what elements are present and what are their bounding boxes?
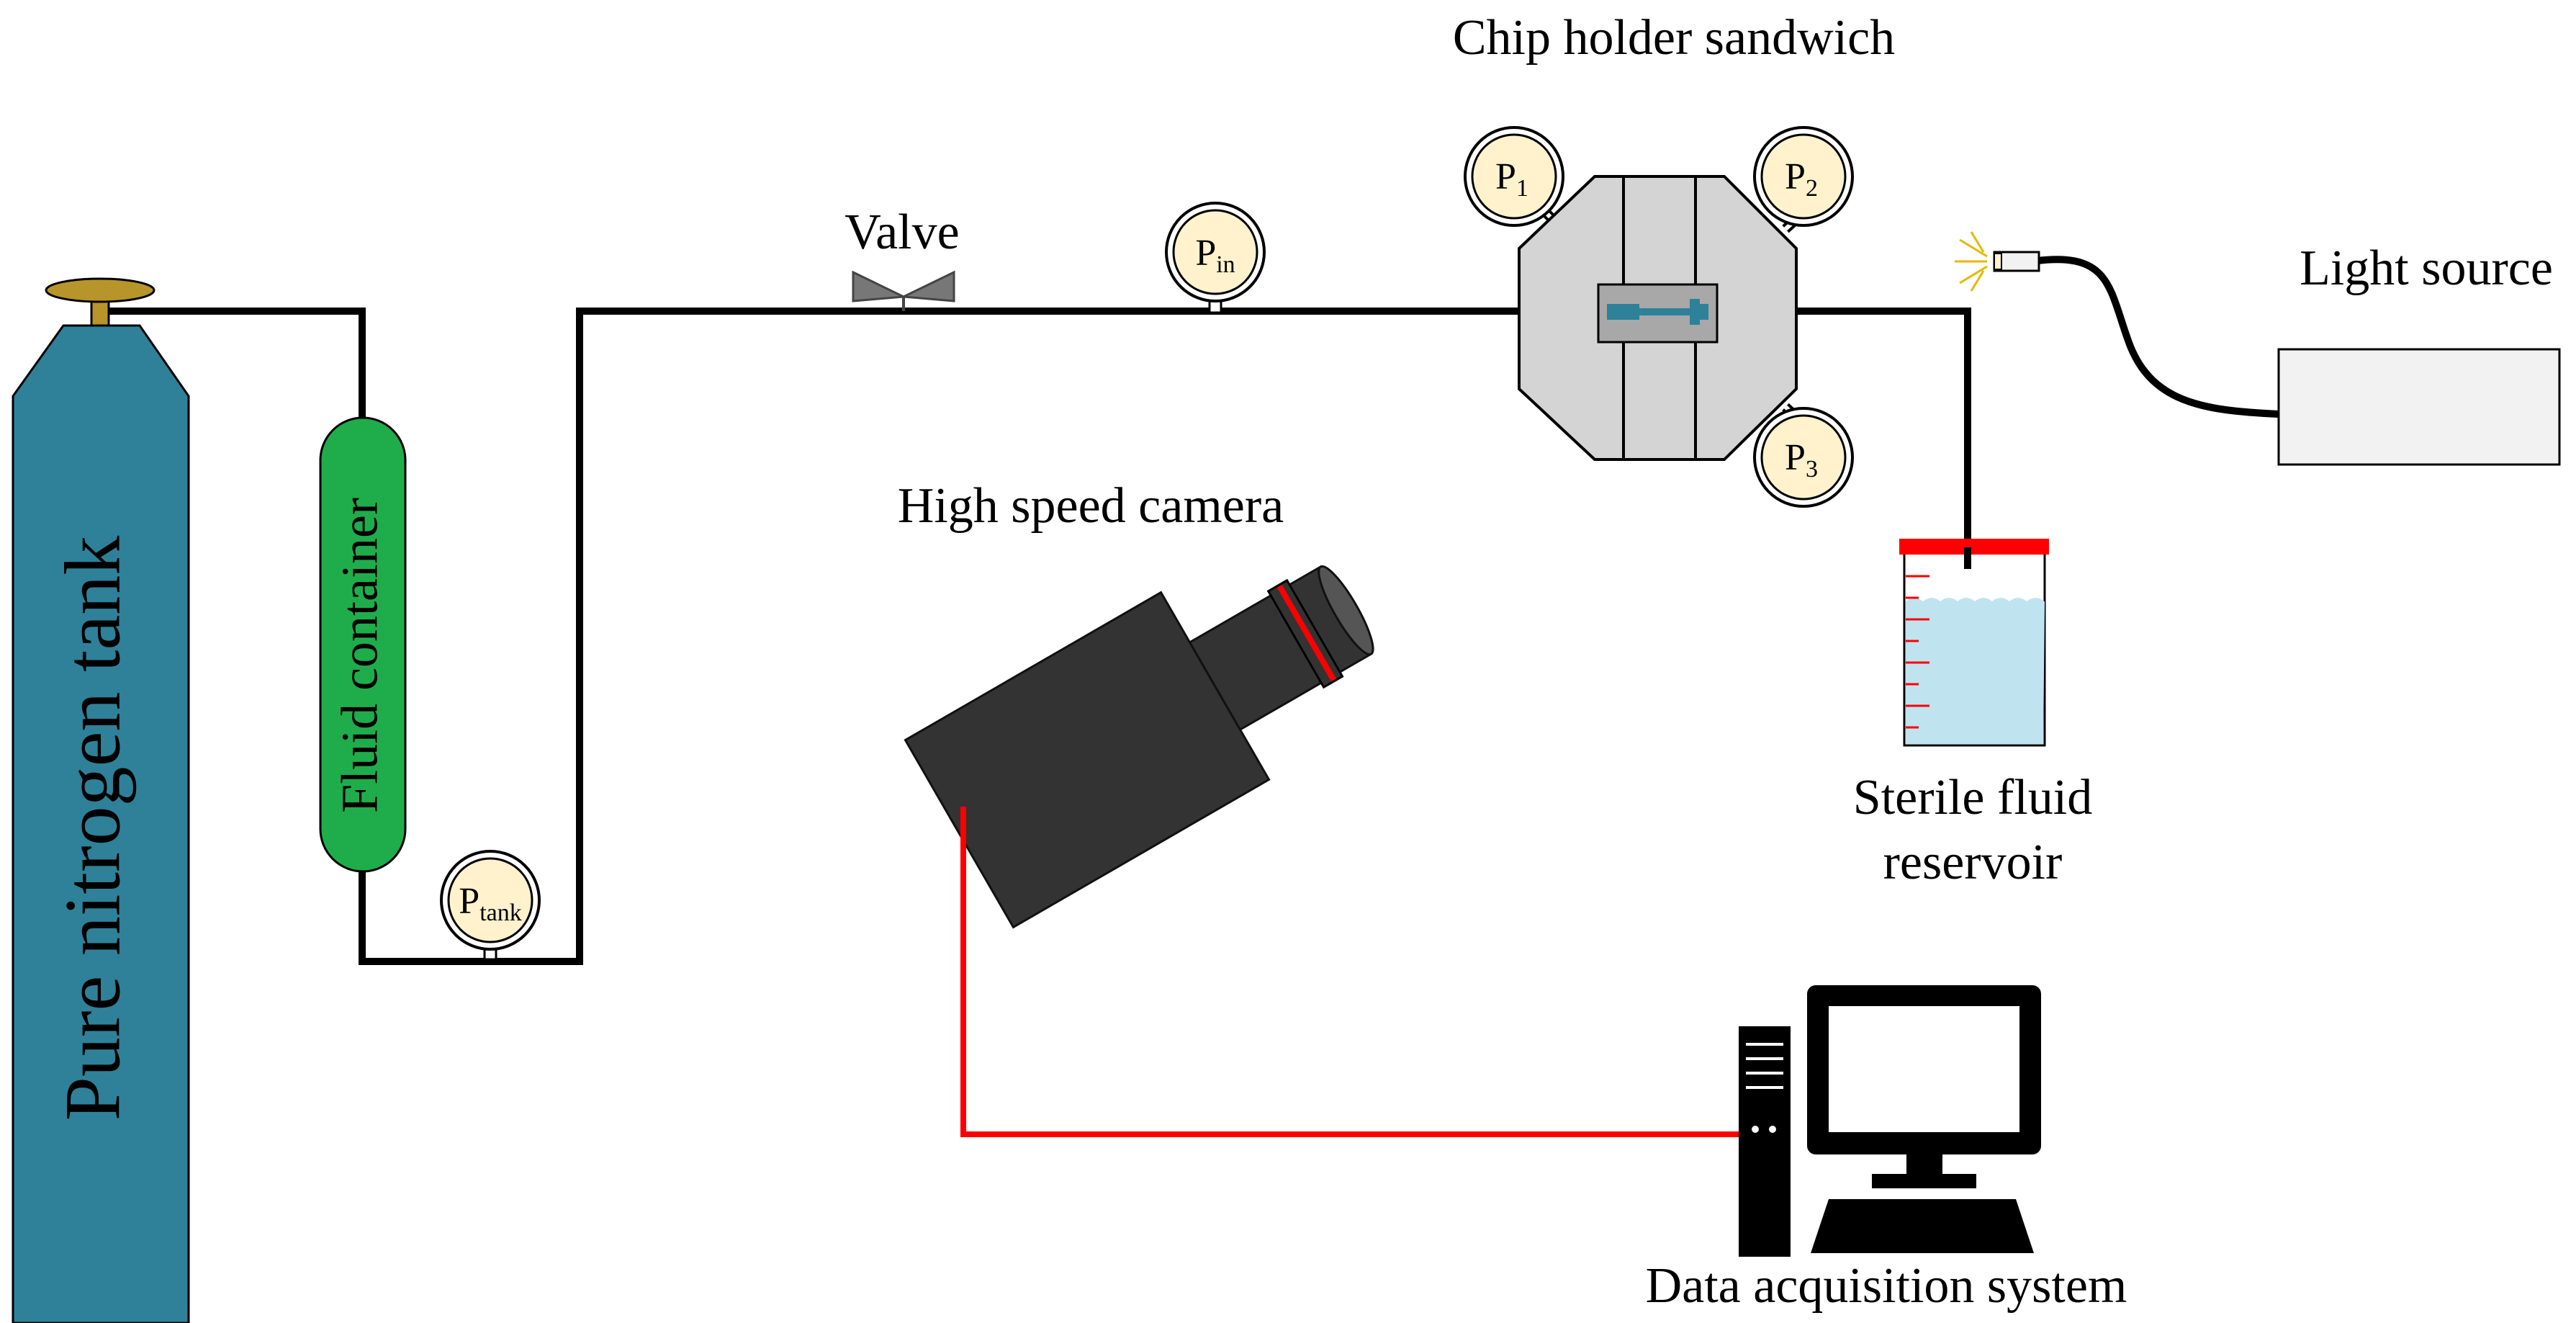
tubing-chip-to-reservoir <box>1793 308 1971 562</box>
reservoir-graduations <box>1906 575 1929 729</box>
fluid-container: Fluid container <box>319 416 407 873</box>
gauge-p2-face <box>1760 133 1847 220</box>
fluid-container-body <box>319 416 407 873</box>
microfluidic-chip-icon <box>1607 299 1708 325</box>
gauge-p-tank: Ptank <box>440 850 541 961</box>
gauge-p-in-face <box>1172 209 1258 295</box>
reservoir-label-line1: Sterile fluid <box>1853 770 2092 825</box>
tank-cap <box>45 277 156 303</box>
gauge-p3-label: P3 <box>1785 437 1818 483</box>
chip-holder-label: Chip holder sandwich <box>1453 10 1895 66</box>
valve: Valve <box>845 205 960 311</box>
gauge-p-tank-face <box>447 857 533 943</box>
tank-body <box>12 324 190 1323</box>
reservoir-lid <box>1899 539 2049 555</box>
light-source-label: Light source <box>2300 241 2553 296</box>
monitor-screen <box>1829 1006 2019 1132</box>
gauge-p3-face <box>1760 414 1847 501</box>
gauge-p3: P3 <box>1753 407 1854 508</box>
data-system-label: Data acquisition system <box>1646 1258 2127 1314</box>
tubing <box>104 308 1971 965</box>
chip-holder: Chip holder sandwich P1 <box>1453 10 1895 508</box>
gauge-p1: P1 <box>1464 126 1564 227</box>
gauge-p1-label: P1 <box>1495 156 1528 202</box>
reservoir-fluid <box>1906 598 2045 744</box>
reservoir: Sterile fluid reservoir <box>1853 539 2092 890</box>
computer-tower-icon <box>1739 1026 1791 1257</box>
gauge-p-in-label: Pin <box>1195 233 1235 278</box>
monitor-stand <box>1906 1154 1942 1176</box>
computer-tower-vents <box>1746 1043 1783 1089</box>
computer-tower-led-2 <box>1769 1126 1776 1133</box>
computer-tower-led <box>1752 1126 1759 1133</box>
gauge-p2-label: P2 <box>1785 156 1818 202</box>
gauge-p-tank-label: Ptank <box>459 881 521 926</box>
light-fiber-tip-end <box>1994 253 2002 270</box>
gauge-p1-face <box>1471 133 1557 220</box>
gauge-p-in: Pin <box>1165 202 1266 314</box>
reservoir-label-line2: reservoir <box>1883 835 2063 890</box>
fluid-container-label: Fluid container <box>331 498 389 813</box>
light-fiber-cable <box>2037 256 2279 418</box>
camera-body-group <box>904 565 1374 929</box>
gauge-p2: P2 <box>1753 126 1854 227</box>
monitor-base <box>1872 1174 1976 1188</box>
camera-lens-red-band <box>1276 585 1336 681</box>
light-rays-icon <box>1955 231 1988 292</box>
camera-lens-front <box>1318 565 1374 656</box>
tubing-tank-to-container <box>104 308 366 418</box>
tubing-container-to-inlet <box>359 308 1523 965</box>
light-source: Light source <box>1955 231 2561 466</box>
data-acquisition-system: Data acquisition system <box>1646 985 2127 1314</box>
camera-cable <box>960 807 1742 1137</box>
nitrogen-tank: Pure nitrogen tank <box>12 277 190 1323</box>
camera-label: High speed camera <box>898 478 1284 534</box>
high-speed-camera: High speed camera <box>898 478 1374 929</box>
keyboard-icon <box>1811 1199 2034 1253</box>
light-source-box <box>2277 348 2561 466</box>
valve-label: Valve <box>845 205 959 260</box>
tank-label: Pure nitrogen tank <box>48 536 136 1121</box>
